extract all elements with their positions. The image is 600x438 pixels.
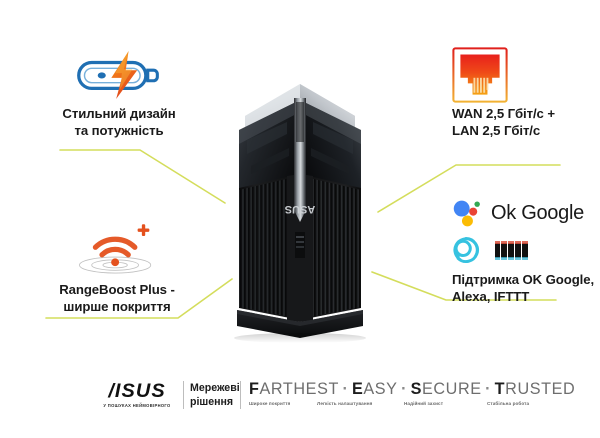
slogan-rest-1: ASY <box>363 380 398 398</box>
ifttt-letter <box>508 240 514 260</box>
wifi-plus-glyph <box>79 224 152 274</box>
alexa-ifttt-row <box>452 233 584 267</box>
feature-voice-caption: Підтримка OK Google, Alexa, IFTTT <box>452 272 594 306</box>
router-asus-mark: ASUS <box>285 203 316 215</box>
feature-rangeboost-caption: RangeBoost Plus - ширше покриття <box>59 282 175 316</box>
feature-wan-lan: WAN 2,5 Гбіт/с + LAN 2,5 Гбіт/с <box>452 44 600 140</box>
slogan-rest-0: ARTHEST <box>259 380 339 398</box>
router-illustration: ASUS <box>234 82 366 343</box>
slogan-sub-3: Стабільна робота <box>487 401 530 406</box>
ifttt-letter <box>495 240 500 260</box>
router-front-spine: ASUS <box>285 98 316 258</box>
bottom-banner <box>0 376 600 438</box>
banner-divider-1 <box>183 381 184 409</box>
segment-label-line2: рішення <box>190 395 234 408</box>
segment-label-line1: Мережеві <box>190 382 240 394</box>
alexa-icon <box>453 236 479 264</box>
banner-segment-label: Мережеві рішення <box>190 382 240 410</box>
slogan-sep-0: · <box>342 380 349 398</box>
slogan-sep-2: · <box>485 380 492 398</box>
slogan-rest-2: ECURE <box>421 380 482 398</box>
ifttt-logo <box>495 240 528 260</box>
router-body <box>239 174 361 322</box>
battery-bolt-glyph <box>77 51 159 99</box>
feature-rangeboost-line2: ширше покриття <box>63 298 171 314</box>
feature-rangeboost-line1: RangeBoost Plus - <box>59 282 175 297</box>
feature-design-line2: та потужність <box>74 122 164 138</box>
ethernet-port-glyph <box>452 47 508 103</box>
ifttt-letter <box>501 240 507 260</box>
slogan-lead-3: T <box>494 380 506 398</box>
feature-voice-line2: Alexa, IFTTT <box>452 288 530 304</box>
ifttt-letter <box>522 240 528 260</box>
asus-tagline: У ПОШУКАХ НЕЙМОВІРНОГО <box>103 403 171 408</box>
ethernet-port-icon <box>452 44 508 106</box>
slogan-lead-2: S <box>410 380 422 398</box>
feature-voice-assistants: Ok Google Підтримка OK Google, Alexa, IF… <box>452 196 600 306</box>
banner-divider-2 <box>240 381 241 409</box>
banner-slogan: FARTHEST · EASY · SECURE · TRUSTED Широк… <box>249 380 594 406</box>
wifi-plus-icon <box>72 220 162 282</box>
slogan-sub-1: Легкість налаштування <box>317 401 373 406</box>
ifttt-letter <box>515 240 521 260</box>
feature-design-caption: Стильний дизайн та потужність <box>62 106 175 140</box>
feature-wan-lan-caption: WAN 2,5 Гбіт/с + LAN 2,5 Гбіт/с <box>452 106 555 140</box>
router-product-image: ASUS <box>217 82 383 344</box>
ok-google-label: Ok Google <box>491 201 584 224</box>
slogan-sub-0: Широке покриття <box>249 401 291 406</box>
slogan-lead-0: F <box>249 380 260 398</box>
connector-design <box>59 149 226 204</box>
feature-rangeboost: RangeBoost Plus - ширше покриття <box>28 220 206 316</box>
feature-voice-line1: Підтримка OK Google, <box>452 272 595 287</box>
feature-design-line1: Стильний дизайн <box>62 106 176 121</box>
feature-design: Стильний дизайн та потужність <box>30 44 208 140</box>
slogan-subtitles: Широке покриття Легкість налаштування На… <box>249 401 594 406</box>
asus-wordmark: /ISUS <box>108 381 166 402</box>
battery-bolt-icon <box>73 44 165 106</box>
slogan-rest-3: RUSTED <box>505 380 576 398</box>
feature-lan-line: LAN 2,5 Гбіт/с <box>452 122 541 138</box>
router-base <box>234 310 366 343</box>
plus-badge <box>137 224 150 236</box>
feature-wan-line: WAN 2,5 Гбіт/с + <box>452 106 555 121</box>
voice-assistant-logos: Ok Google <box>452 196 584 267</box>
slogan-sep-1: · <box>401 380 408 398</box>
asus-logo: /ISUS У ПОШУКАХ НЕЙМОВІРНОГО <box>98 382 176 408</box>
slogan-words: FARTHEST · EASY · SECURE · TRUSTED <box>249 380 594 399</box>
slogan-sub-2: Надійний захист <box>404 401 444 406</box>
router-hood <box>239 100 361 194</box>
google-assistant-icon <box>453 200 480 227</box>
ok-google-row: Ok Google <box>452 196 584 230</box>
slogan-lead-1: E <box>351 380 364 398</box>
